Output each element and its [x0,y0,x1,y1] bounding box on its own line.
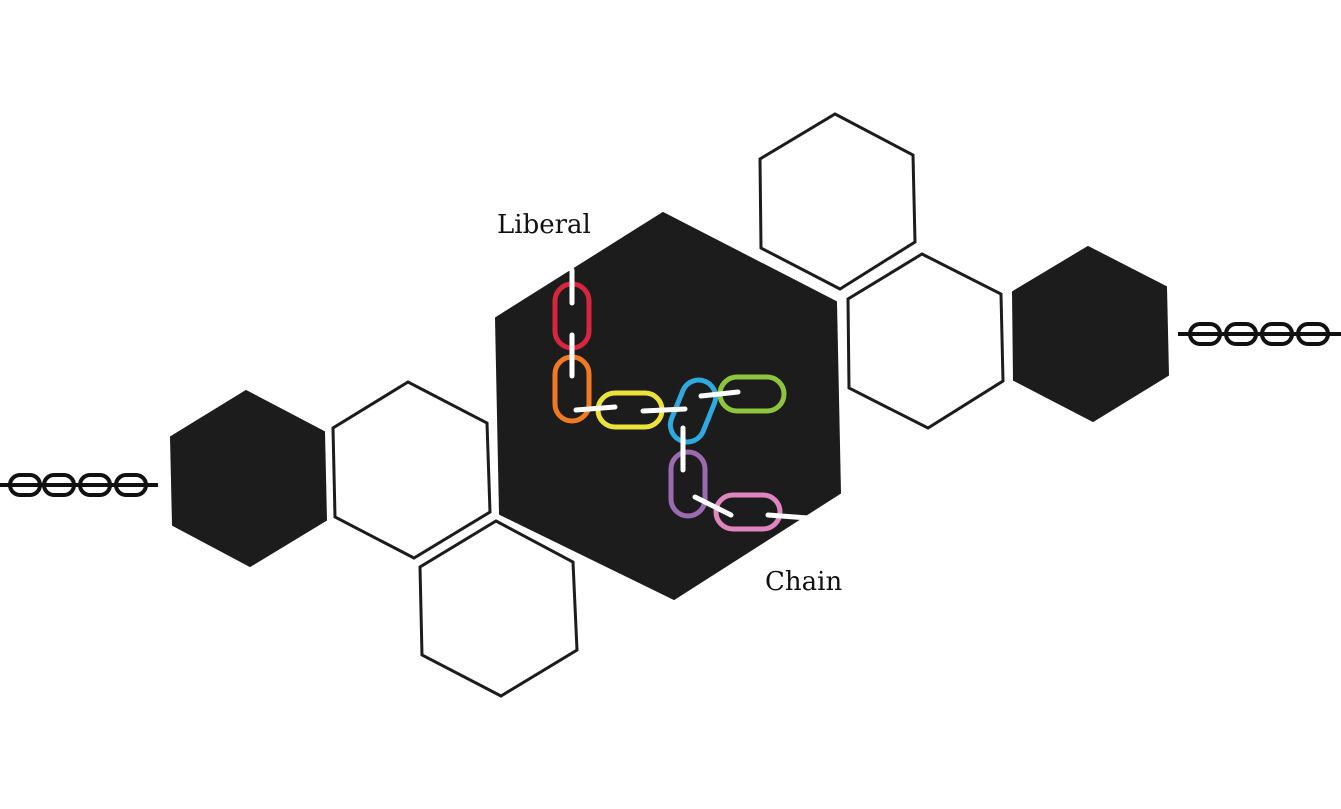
hexagon-bottom-outline [418,519,579,698]
chain-link-purple [668,449,708,519]
hexagon-right-filled [1011,245,1170,423]
left-chain-icon [0,473,158,497]
hexagon-left-outline [331,380,492,560]
hexagon-left-filled [169,389,328,568]
chain-link-pink [713,492,783,532]
logo-word-top: Liberal [497,210,591,240]
right-chain-icon [1178,322,1341,346]
logo-word-bottom: Chain [765,567,842,597]
chain-connectors [569,267,811,521]
hexagon-top-outline [758,112,917,291]
hexagon-center-filled [494,211,842,601]
hexagon-middle-right-outline [846,252,1005,430]
